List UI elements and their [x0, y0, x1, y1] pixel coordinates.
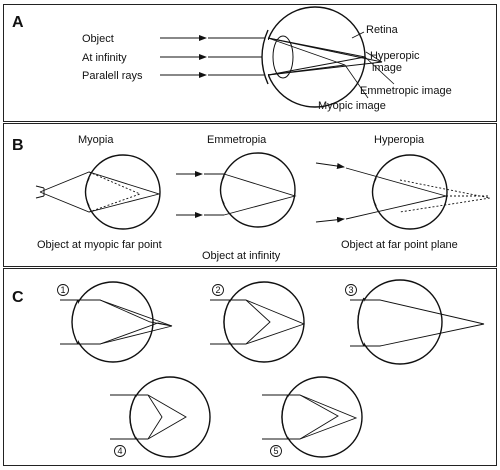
panel-b-border: [3, 123, 497, 267]
hyperopia-dashed-rays: [399, 179, 491, 213]
myopia-far-point-object: [35, 185, 45, 199]
eye-3-rays: [350, 299, 485, 347]
panel-a-border: [3, 4, 497, 122]
eye-5-number-circle: [270, 445, 282, 457]
eye-3: 3: [345, 279, 485, 365]
eye-4-rays: [147, 394, 187, 440]
hyperopia-arrow-top: [315, 162, 345, 169]
eye-2-globe: [223, 281, 305, 363]
crystalline-lens: [272, 35, 294, 79]
parallel-rays-label: Paralell rays: [82, 70, 143, 82]
myopia-dashed-rays: [88, 171, 142, 213]
hyperopic-image-label-1: Hyperopic: [370, 50, 420, 62]
eye-4-number-circle: [114, 445, 126, 457]
myopic-image-label: Myopic image: [318, 100, 386, 112]
eye-5-number: 5: [273, 446, 278, 456]
eye-3-number: 3: [348, 285, 353, 295]
eye-4-globe: [129, 376, 211, 458]
eye-globe: [264, 6, 366, 108]
retina-label: Retina: [366, 24, 399, 36]
hyperopia-arrow-bottom: [315, 216, 345, 223]
myopia-rays: [39, 171, 161, 213]
hyperopic-image-label-2: image: [372, 62, 402, 74]
hyperopia-rays: [345, 167, 447, 220]
eye-5: 5: [262, 376, 363, 458]
panel-c-border: [3, 268, 497, 466]
hyperopic-leader: [365, 51, 383, 63]
emmetropia-title: Emmetropia: [207, 134, 267, 146]
myopia-title: Myopia: [78, 134, 114, 146]
eye-2-number: 2: [215, 285, 220, 295]
hyperopia-title: Hyperopia: [374, 134, 425, 146]
myopic-far-point-caption: Object at myopic far point: [37, 239, 162, 251]
eye-2-number-circle: [212, 284, 224, 296]
emmetropia-eye: [220, 152, 296, 228]
myopic-rays: [267, 37, 346, 76]
panel-c-letter: C: [12, 289, 24, 306]
at-infinity-label: At infinity: [82, 52, 127, 64]
eye-4: 4: [110, 376, 211, 458]
eye-2: 2: [210, 281, 306, 363]
retina-leader: [351, 31, 365, 39]
eye-2-rays: [245, 299, 306, 345]
emmetropic-image-label: Emmetropic image: [360, 85, 452, 97]
myopic-leader: [344, 64, 369, 99]
eye-1-number-circle: [57, 284, 69, 296]
object-at-infinity-caption: Object at infinity: [202, 250, 281, 262]
eye-5-inner-rays: [299, 394, 339, 440]
eye-1-number: 1: [60, 285, 65, 295]
far-point-plane-caption: Object at far point plane: [341, 239, 458, 251]
eye-1: 1: [57, 281, 173, 363]
eye-3-number-circle: [345, 284, 357, 296]
object-label: Object: [82, 33, 114, 45]
emmetropic-leader: [364, 56, 395, 85]
panel-a: A Object At infinity Paralell rays Retin…: [12, 6, 452, 112]
panel-b-letter: B: [12, 137, 24, 154]
eye-4-number: 4: [117, 446, 122, 456]
eye-5-globe: [281, 376, 363, 458]
eye-3-globe: [357, 279, 443, 365]
hyperopia-eye: [372, 154, 448, 230]
panel-a-letter: A: [12, 14, 24, 31]
eye-4-inner-rays: [147, 394, 163, 440]
eye-5-rays: [299, 394, 358, 440]
panel-b: B Myopia Emmetropia Hyperopia: [12, 134, 491, 262]
eye-2-inner-rays: [245, 299, 271, 345]
panel-c: C 1 2: [12, 279, 485, 458]
myopia-eye: [85, 154, 161, 230]
eye-1-globe: [72, 281, 154, 363]
emmetropia-rays: [223, 173, 297, 216]
